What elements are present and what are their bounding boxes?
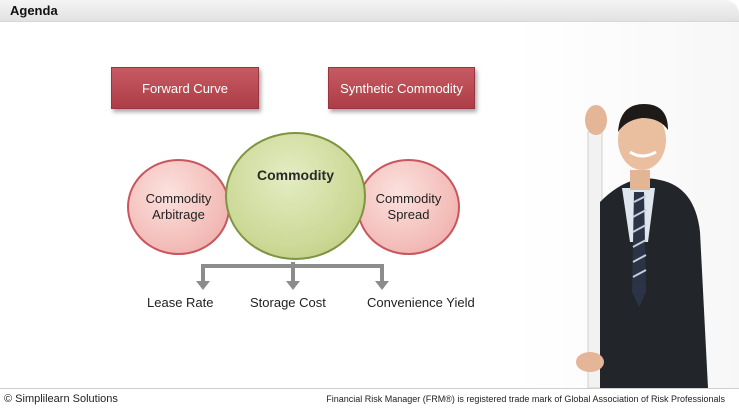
commodity-arbitrage-circle[interactable]: Commodity Arbitrage xyxy=(127,159,230,255)
synthetic-commodity-label: Synthetic Commodity xyxy=(340,80,463,96)
commodity-spread-circle[interactable]: Commodity Spread xyxy=(357,159,460,255)
commodity-arbitrage-line2: Arbitrage xyxy=(152,207,205,222)
forward-curve-label: Forward Curve xyxy=(142,80,228,96)
trademark-notice: Financial Risk Manager (FRM®) is registe… xyxy=(326,394,725,404)
forward-curve-box[interactable]: Forward Curve xyxy=(111,67,259,109)
presenter-illustration xyxy=(576,104,708,388)
commodity-center-circle[interactable]: Commodity xyxy=(225,132,366,260)
commodity-spread-line2: Spread xyxy=(387,207,430,222)
lease-rate-label: Lease Rate xyxy=(147,295,214,310)
synthetic-commodity-box[interactable]: Synthetic Commodity xyxy=(328,67,475,109)
storage-cost-label: Storage Cost xyxy=(250,295,326,310)
slide-title: Agenda xyxy=(10,3,58,18)
copyright-text: © Simplilearn Solutions xyxy=(4,393,118,405)
convenience-yield-label: Convenience Yield xyxy=(367,295,475,310)
header-bar: Agenda xyxy=(0,0,739,22)
commodity-spread-line1: Commodity xyxy=(375,191,442,206)
commodity-center-label: Commodity xyxy=(257,167,334,183)
footer-bar: © Simplilearn Solutions Financial Risk M… xyxy=(0,388,739,408)
commodity-arbitrage-line1: Commodity xyxy=(145,191,212,206)
